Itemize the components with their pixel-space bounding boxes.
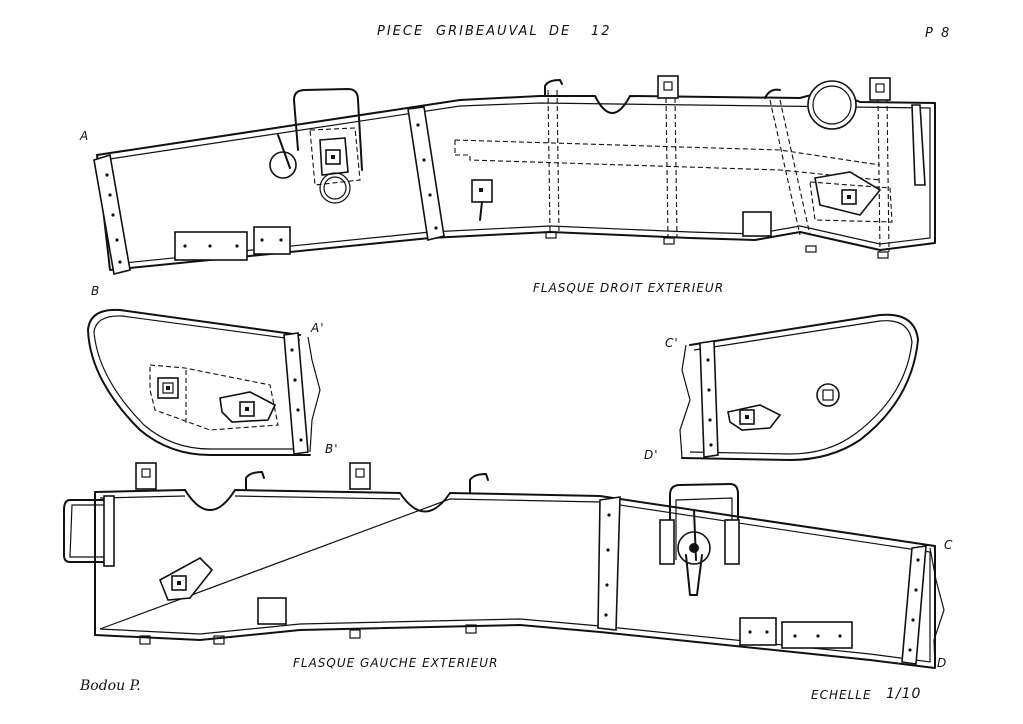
left-cheek-caption: FLASQUE GAUCHE EXTERIEUR <box>293 656 499 670</box>
left-end-piece-outline <box>87 308 311 456</box>
point-c-prime-label: C' <box>665 336 679 350</box>
left-cheek-exterior-view <box>63 462 945 669</box>
iron-band-1 <box>407 106 445 241</box>
point-d-prime-label: D' <box>644 448 659 462</box>
title-de: DE <box>549 24 572 39</box>
right-end-plate <box>901 545 927 665</box>
point-b-label: B <box>91 284 101 298</box>
bottom-plate-1 <box>174 231 248 261</box>
point-a-prime-label: A' <box>311 321 325 335</box>
title-number: 12 <box>591 24 612 39</box>
left-cheek-outline <box>94 489 936 669</box>
left-end-piece-view <box>87 308 321 456</box>
bottom-plate-2 <box>253 226 291 255</box>
point-d-label: D <box>937 656 948 670</box>
lower-bottom-block <box>257 597 287 625</box>
lower-lug-1 <box>135 462 157 490</box>
left-cheek-handle <box>63 499 113 563</box>
author-signature: Bodou P. <box>80 678 141 694</box>
lifting-handle <box>293 88 363 171</box>
point-b-prime-label: B' <box>325 442 339 456</box>
left-end-band <box>283 332 309 455</box>
page-number: P 8 <box>925 26 952 41</box>
point-c-label: C <box>944 538 954 552</box>
trunnion-ring <box>807 80 857 130</box>
bottom-block <box>742 211 772 237</box>
right-end-round-bolt <box>816 383 840 407</box>
right-end-band <box>699 340 719 458</box>
lower-plate-1 <box>739 617 777 646</box>
draw-ring <box>319 172 351 204</box>
right-cheek-exterior-view <box>93 75 936 275</box>
right-end-piece-view <box>679 313 919 461</box>
lower-lifting-handle <box>669 483 739 561</box>
point-a-label: A <box>80 129 90 143</box>
lug-1 <box>657 75 679 99</box>
title-piece: PIECE <box>377 24 425 39</box>
title-name: GRIBEAUVAL <box>436 24 539 39</box>
right-end-piece-outline <box>681 313 919 461</box>
scale-value: 1/10 <box>886 686 922 702</box>
lower-lug-2 <box>349 462 371 490</box>
lower-iron-band <box>597 496 621 631</box>
scale-label: ECHELLE <box>811 688 872 702</box>
lug-2 <box>869 77 891 101</box>
right-cheek-caption: FLASQUE DROIT EXTERIEUR <box>533 281 725 295</box>
